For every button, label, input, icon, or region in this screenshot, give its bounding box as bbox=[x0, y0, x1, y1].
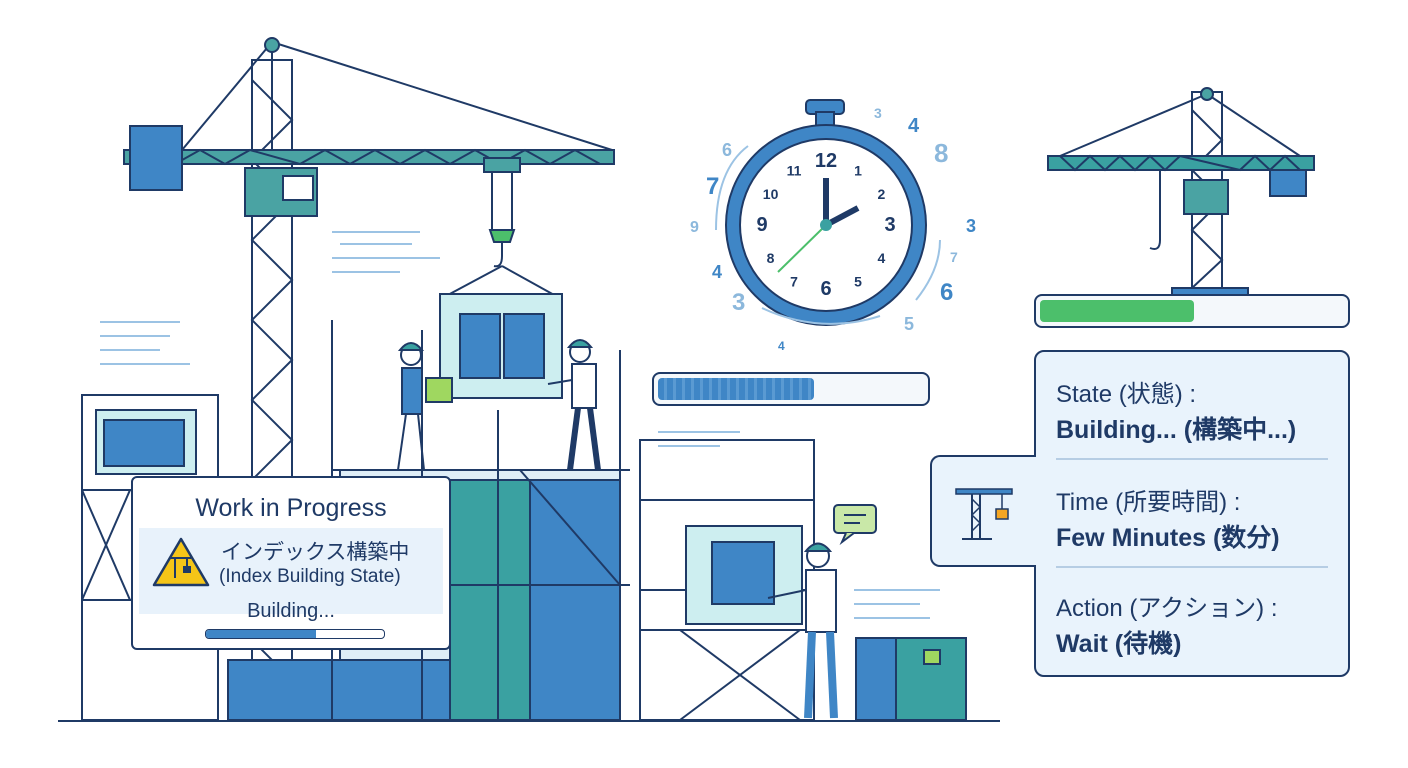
crane-icon bbox=[1047, 87, 1315, 297]
floating-number: 9 bbox=[690, 219, 699, 236]
worker-right bbox=[547, 339, 601, 471]
clock-dial-number: 9 bbox=[756, 214, 767, 236]
crane-icon bbox=[955, 488, 1013, 540]
middle-progress-bar bbox=[652, 372, 930, 406]
clock-dial-number: 11 bbox=[787, 163, 802, 179]
info-panel: State (状態) : Building... (構築中...) Time (… bbox=[1034, 350, 1350, 677]
middle-progress-fill bbox=[658, 378, 815, 400]
clock-dial-numbers: 12 12 3 45 6 789 10 11 bbox=[756, 150, 895, 300]
worker-bottom bbox=[767, 542, 838, 719]
floating-number: 4 bbox=[908, 115, 920, 137]
floating-number: 7 bbox=[706, 173, 719, 200]
left-scaffold bbox=[81, 394, 219, 721]
clock-dial-number: 1 bbox=[854, 163, 862, 179]
floating-number: 4 bbox=[778, 339, 785, 353]
sign-status: Building... bbox=[247, 600, 335, 622]
clock-dial-number: 8 bbox=[767, 250, 775, 266]
divider bbox=[1056, 458, 1328, 460]
action-label: Action (アクション) : bbox=[1056, 595, 1278, 622]
panel-tab-joint bbox=[1030, 457, 1038, 565]
clock-dial-number: 10 bbox=[763, 186, 779, 202]
crates bbox=[855, 637, 967, 721]
decorative-code-lines bbox=[100, 231, 940, 619]
sign-jp-title: インデックス構築中 bbox=[221, 541, 410, 564]
sign-en-title: (Index Building State) bbox=[219, 566, 401, 587]
worker-left bbox=[397, 342, 453, 471]
sign-progress-fill bbox=[206, 630, 317, 638]
right-scaffold bbox=[639, 439, 815, 721]
clock-dial-number: 7 bbox=[790, 273, 798, 289]
floating-number: 3 bbox=[966, 216, 976, 236]
top-right-progress-bar bbox=[1034, 294, 1350, 328]
floating-number: 4 bbox=[712, 262, 722, 282]
floating-number: 6 bbox=[940, 279, 953, 306]
hoisted-module bbox=[439, 265, 563, 399]
top-right-progress-fill bbox=[1040, 300, 1195, 322]
clock-dial-number: 5 bbox=[854, 273, 862, 289]
floating-number: 5 bbox=[904, 314, 914, 334]
floating-number: 8 bbox=[934, 138, 948, 168]
clock-dial-number: 2 bbox=[878, 186, 886, 202]
divider bbox=[1056, 566, 1328, 568]
floating-number: 7 bbox=[950, 249, 958, 265]
clock-dial-number: 12 bbox=[815, 150, 837, 172]
action-value: Wait (待機) bbox=[1056, 630, 1182, 658]
time-label: Time (所要時間) : bbox=[1056, 489, 1241, 516]
floating-number: 3 bbox=[732, 289, 745, 316]
sign-progress-bar bbox=[205, 629, 385, 639]
warning-icon bbox=[152, 537, 210, 587]
work-in-progress-sign: Work in Progress インデックス構築中 (Index Buildi… bbox=[131, 476, 451, 650]
chat-bubble-icon bbox=[833, 504, 877, 546]
time-value: Few Minutes (数分) bbox=[1056, 524, 1280, 552]
clock-dial-number: 4 bbox=[878, 250, 886, 266]
clock-dial-number: 6 bbox=[820, 278, 831, 300]
state-label: State (状態) : bbox=[1056, 381, 1197, 408]
info-panel-tab bbox=[930, 455, 1038, 567]
state-value: Building... (構築中...) bbox=[1056, 416, 1297, 444]
floating-number: 3 bbox=[874, 105, 882, 121]
stopwatch-icon bbox=[715, 99, 941, 326]
floating-number: 6 bbox=[722, 140, 732, 160]
sign-title: Work in Progress bbox=[195, 494, 387, 522]
clock-dial-number: 3 bbox=[884, 214, 895, 236]
